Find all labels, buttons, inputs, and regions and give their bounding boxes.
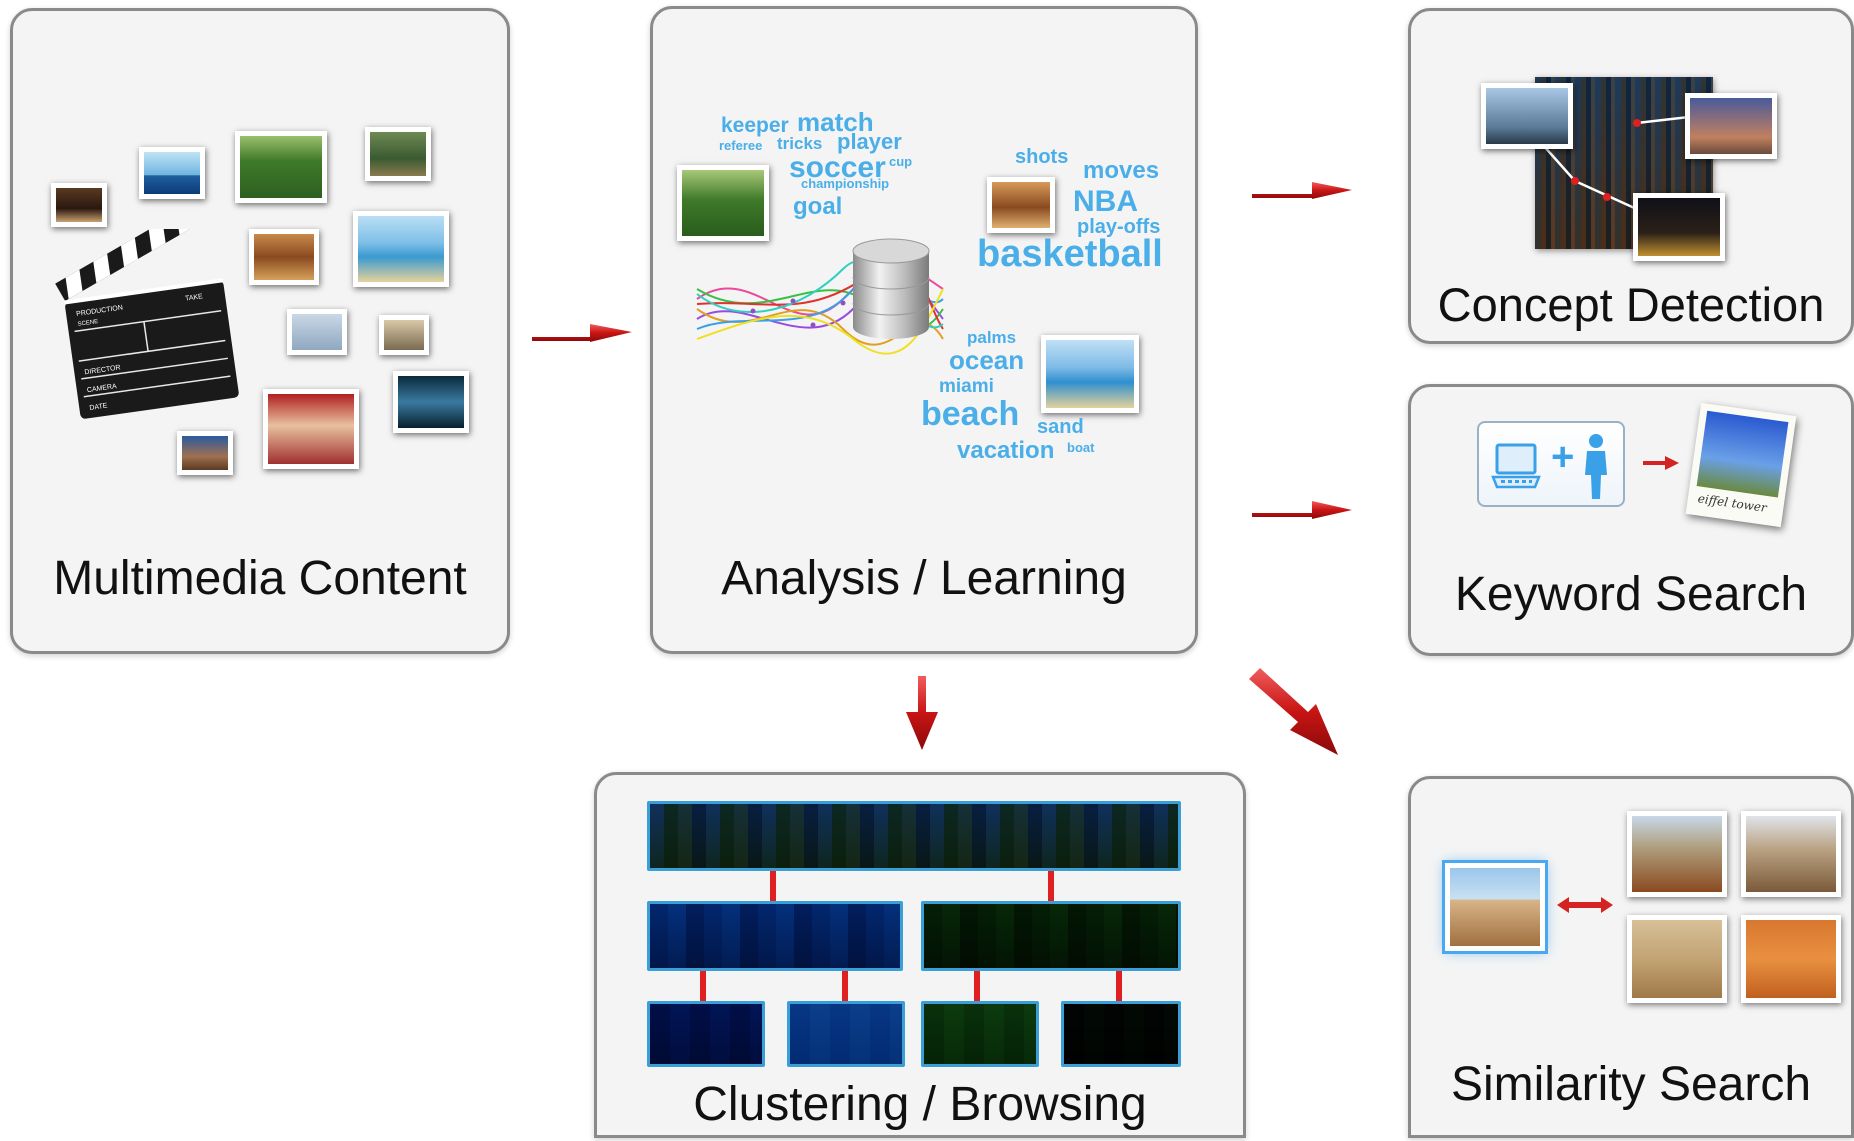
keyword-search-label: Keyword Search [1454, 568, 1808, 621]
person-icon [1585, 434, 1607, 499]
word-boat: boat [1067, 440, 1095, 455]
thumb-soccer-field [235, 131, 327, 203]
keyword-search-panel: + eiffel tower Keyword Search [1408, 384, 1854, 656]
analysis-learning-panel: keeper match referee tricks player socce… [650, 6, 1198, 654]
clustering-browsing-panel: Clustering / Browsing [594, 772, 1246, 1138]
thumb-person [51, 183, 107, 227]
arrow-multimedia-to-analysis [532, 324, 632, 342]
word-goal: goal [793, 193, 843, 220]
photo-caption: eiffel tower [1696, 491, 1768, 515]
thumb-news-anchor [263, 389, 359, 469]
arrow-analysis-to-similarity [1249, 668, 1338, 755]
small-arrow [1643, 456, 1679, 470]
word-referee: referee [719, 138, 763, 153]
thumb-room [379, 315, 429, 355]
double-arrow-icon [1557, 897, 1613, 913]
word-moves: moves [1083, 157, 1160, 184]
cluster-leaf-strip-4 [1061, 1001, 1181, 1067]
analysis-learning-label: Analysis / Learning [721, 552, 1127, 605]
result-image-1 [1627, 811, 1727, 897]
thumb-eiffel-small [287, 309, 347, 355]
word-match: match [797, 107, 874, 137]
result-image-3 [1627, 915, 1727, 1003]
result-image-2 [1741, 811, 1841, 897]
thumb-eiffel-dusk [1685, 93, 1777, 159]
word-miami: miami [939, 376, 994, 397]
thumb-sailboat [139, 147, 205, 199]
thumb-basketball-game [987, 177, 1055, 233]
word-player: player [837, 129, 902, 154]
cluster-swimming-strip [647, 901, 903, 971]
concept-detection-label: Concept Detection [1437, 278, 1825, 331]
cluster-soccer-strip [921, 901, 1181, 971]
word-cup: cup [889, 154, 913, 169]
clustering-browsing-label: Clustering / Browsing [693, 1078, 1147, 1131]
plus-sign: + [1551, 435, 1575, 479]
cluster-tree-links [700, 871, 1122, 1001]
thumb-beach-hotel [353, 211, 449, 287]
computer-icon [1491, 443, 1541, 489]
thumb-castle [177, 431, 233, 475]
word-playoffs: play-offs [1077, 216, 1161, 238]
eiffel-photo [1696, 410, 1789, 498]
thumb-eiffel-day [1481, 83, 1573, 149]
query-box: + [1477, 421, 1625, 507]
word-championship: championship [801, 176, 890, 191]
word-vacation: vacation [957, 437, 1055, 464]
thumb-waterfall [393, 371, 469, 433]
word-palms: palms [967, 328, 1017, 347]
word-soccer: soccer [789, 151, 886, 184]
word-shots: shots [1015, 146, 1069, 168]
similarity-search-label: Similarity Search [1450, 1058, 1812, 1111]
thumb-basketball [249, 229, 319, 285]
clapper-text: DATE [89, 403, 108, 413]
query-image [1445, 863, 1545, 951]
clapperboard-icon: PRODUCTION SCENE TAKE DIRECTOR CAMERA DA… [55, 229, 239, 419]
clapper-text: TAKE [185, 293, 204, 302]
word-ocean: ocean [949, 345, 1025, 375]
word-basketball: basketball [977, 233, 1163, 275]
word-sand: sand [1037, 416, 1084, 438]
result-image-4 [1741, 915, 1841, 1003]
cluster-root-strip [647, 801, 1181, 871]
thumb-eiffel-night [1633, 193, 1725, 261]
word-nba: NBA [1073, 185, 1138, 218]
cluster-leaf-strip-1 [647, 1001, 765, 1067]
arrow-analysis-to-clustering [906, 676, 938, 750]
polaroid-photo: eiffel tower [1685, 402, 1797, 528]
thumb-giraffe [365, 127, 431, 181]
word-beach: beach [921, 395, 1020, 433]
multimedia-content-label: Multimedia Content [53, 552, 467, 605]
word-keeper: keeper [721, 114, 789, 137]
cluster-leaf-strip-3 [921, 1001, 1039, 1067]
database-icon [852, 238, 930, 339]
word-tricks: tricks [777, 134, 823, 153]
multimedia-content-panel: PRODUCTION SCENE TAKE DIRECTOR CAMERA DA… [10, 8, 510, 654]
thumb-soccer [677, 165, 769, 241]
arrow-analysis-to-keyword [1252, 501, 1352, 519]
thumb-beach [1041, 335, 1139, 413]
concept-detection-panel: Concept Detection [1408, 8, 1854, 344]
clapper-text: SCENE [77, 319, 98, 328]
cluster-leaf-strip-2 [787, 1001, 905, 1067]
clapper-text: CAMERA [87, 383, 118, 394]
arrow-analysis-to-concept [1252, 182, 1352, 199]
similarity-search-panel: Similarity Search [1408, 776, 1854, 1138]
